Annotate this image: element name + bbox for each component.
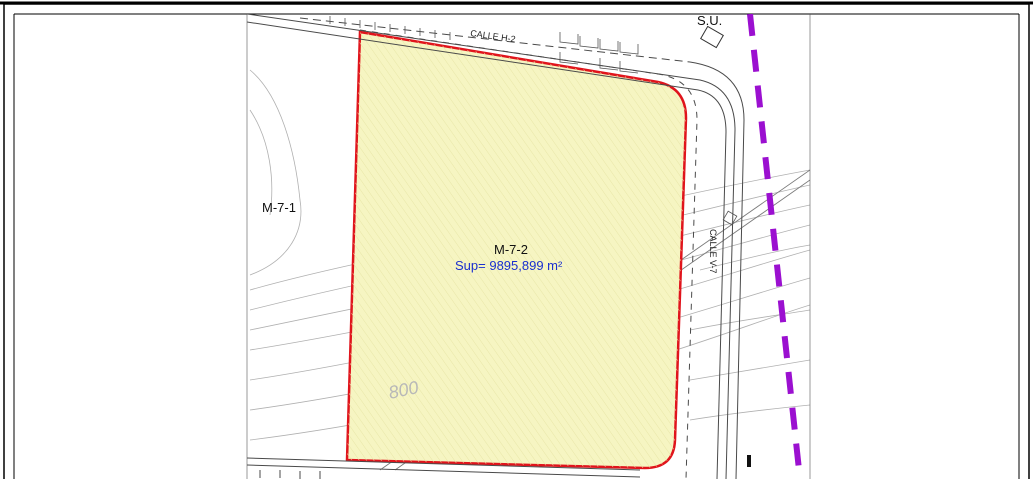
parcel-label-m-7-1[interactable]: M-7-1	[262, 200, 296, 215]
street-bottom	[247, 457, 641, 479]
map-drawing-area	[247, 14, 810, 479]
street-label-north: CALLE H-2	[470, 28, 516, 44]
street-label-east: CALLE V-7	[708, 229, 718, 274]
marker	[747, 455, 751, 467]
parcel-label-m-7-2[interactable]: M-7-2	[494, 242, 528, 257]
zone-label-su: S.U.	[697, 13, 722, 28]
su-building	[700, 25, 724, 49]
street-calle-h-2	[247, 14, 745, 479]
parking-stalls	[329, 16, 639, 74]
parcel-area-label: Sup= 9895,899 m²	[455, 258, 563, 273]
parcel-hatch	[347, 32, 686, 468]
boundary-line	[747, 14, 803, 479]
crossing-box	[722, 210, 738, 226]
